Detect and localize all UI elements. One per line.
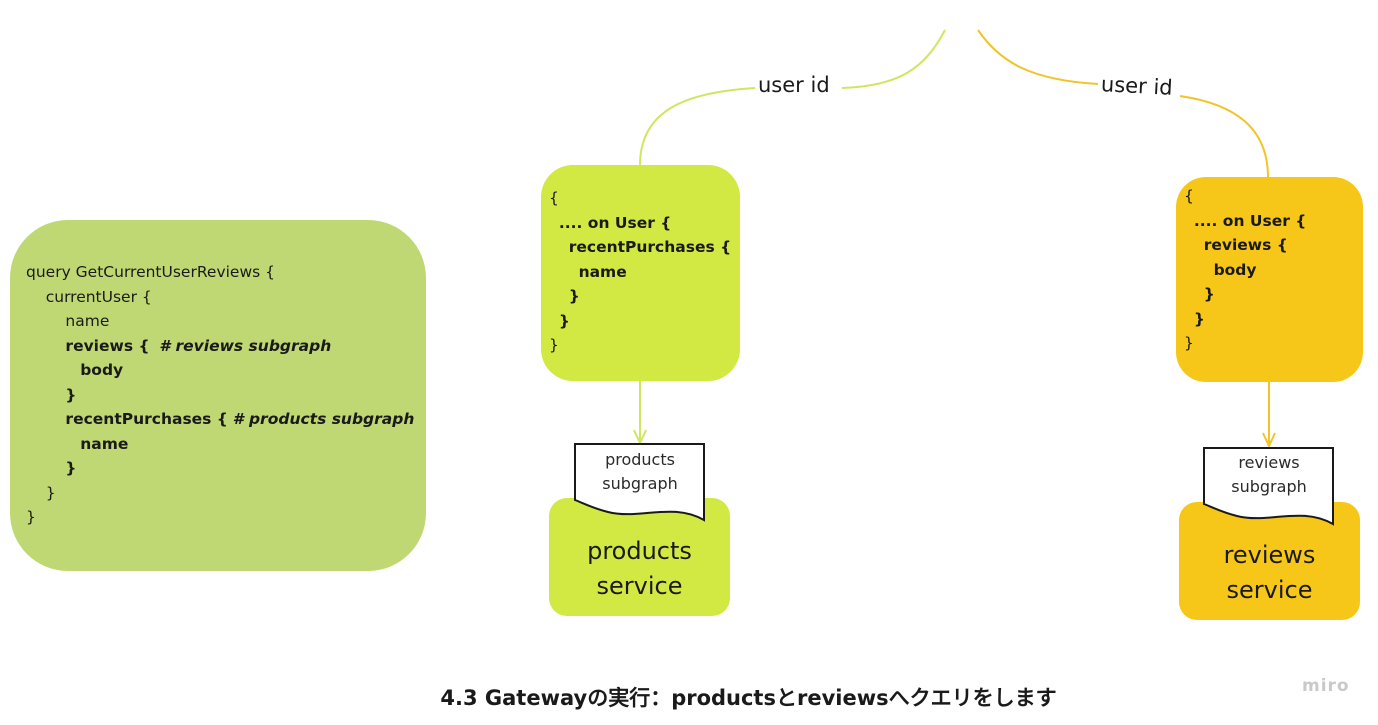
- user-id-edge-right: [977, 29, 1269, 178]
- fragment-line: name: [578, 262, 627, 281]
- fragment-line: body: [1213, 260, 1257, 279]
- query-line: reviews {: [65, 336, 150, 355]
- query-line: name: [80, 434, 129, 453]
- products-fragment-code: { .... on User { recentPurchases { name …: [549, 186, 731, 358]
- query-line: body: [80, 361, 124, 379]
- fragment-line: .... on User {: [1193, 211, 1307, 230]
- query-block: [10, 220, 426, 571]
- fragment-line: }: [1193, 309, 1205, 328]
- reviews-fragment-code: { .... on User { reviews { body } } }: [1184, 184, 1306, 356]
- fragment-line: }: [568, 287, 580, 305]
- fragment-line: }: [1203, 285, 1215, 303]
- miro-logo: miro: [1302, 676, 1350, 696]
- figure-caption: 4.3 Gatewayの実行：productsとreviewsへクエリをします: [440, 686, 1057, 710]
- fragment-line: .... on User {: [558, 213, 672, 232]
- reviews-arrow-head: [1262, 432, 1276, 449]
- query-line: recentPurchases {: [65, 410, 228, 428]
- query-line: currentUser {: [45, 287, 152, 306]
- products-subgraph-document: [574, 443, 705, 522]
- reviews-fragment-block: [1176, 177, 1363, 382]
- query-line: }: [45, 483, 56, 502]
- service-label-line: service: [1226, 576, 1313, 604]
- service-label-line: service: [596, 572, 683, 600]
- query-line: }: [65, 385, 77, 404]
- reviews-subgraph-label: reviews subgraph: [1204, 451, 1334, 499]
- query-line: }: [26, 508, 36, 526]
- service-label-line: products: [587, 537, 692, 565]
- fragment-line: }: [549, 336, 559, 354]
- fragment-line: {: [549, 189, 559, 207]
- user-id-edge-left: [639, 29, 946, 166]
- reviews-subgraph-document: [1203, 447, 1334, 526]
- fragment-line: recentPurchases {: [568, 238, 732, 256]
- subgraph-label-line: subgraph: [602, 474, 678, 493]
- query-comment: # products subgraph: [232, 410, 415, 428]
- subgraph-label-line: products: [605, 450, 675, 469]
- products-fragment-block: [541, 165, 740, 381]
- fragment-line: {: [1184, 187, 1194, 205]
- user-id-label-left: user id: [755, 73, 833, 97]
- fragment-line: reviews {: [1203, 236, 1288, 254]
- user-id-label-right: user id: [1097, 71, 1177, 101]
- query-line: }: [65, 459, 77, 477]
- query-code: query GetCurrentUserReviews { currentUse…: [26, 260, 414, 530]
- query-line: name: [65, 312, 110, 330]
- query-line: query GetCurrentUserReviews {: [26, 263, 276, 281]
- fragment-line: }: [1184, 334, 1194, 352]
- fragment-line: }: [558, 311, 570, 330]
- products-subgraph-label: products subgraph: [575, 448, 705, 496]
- query-comment: # reviews subgraph: [159, 336, 332, 355]
- subgraph-label-line: subgraph: [1231, 477, 1307, 496]
- service-label-line: reviews: [1223, 541, 1316, 569]
- subgraph-label-line: reviews: [1238, 453, 1300, 472]
